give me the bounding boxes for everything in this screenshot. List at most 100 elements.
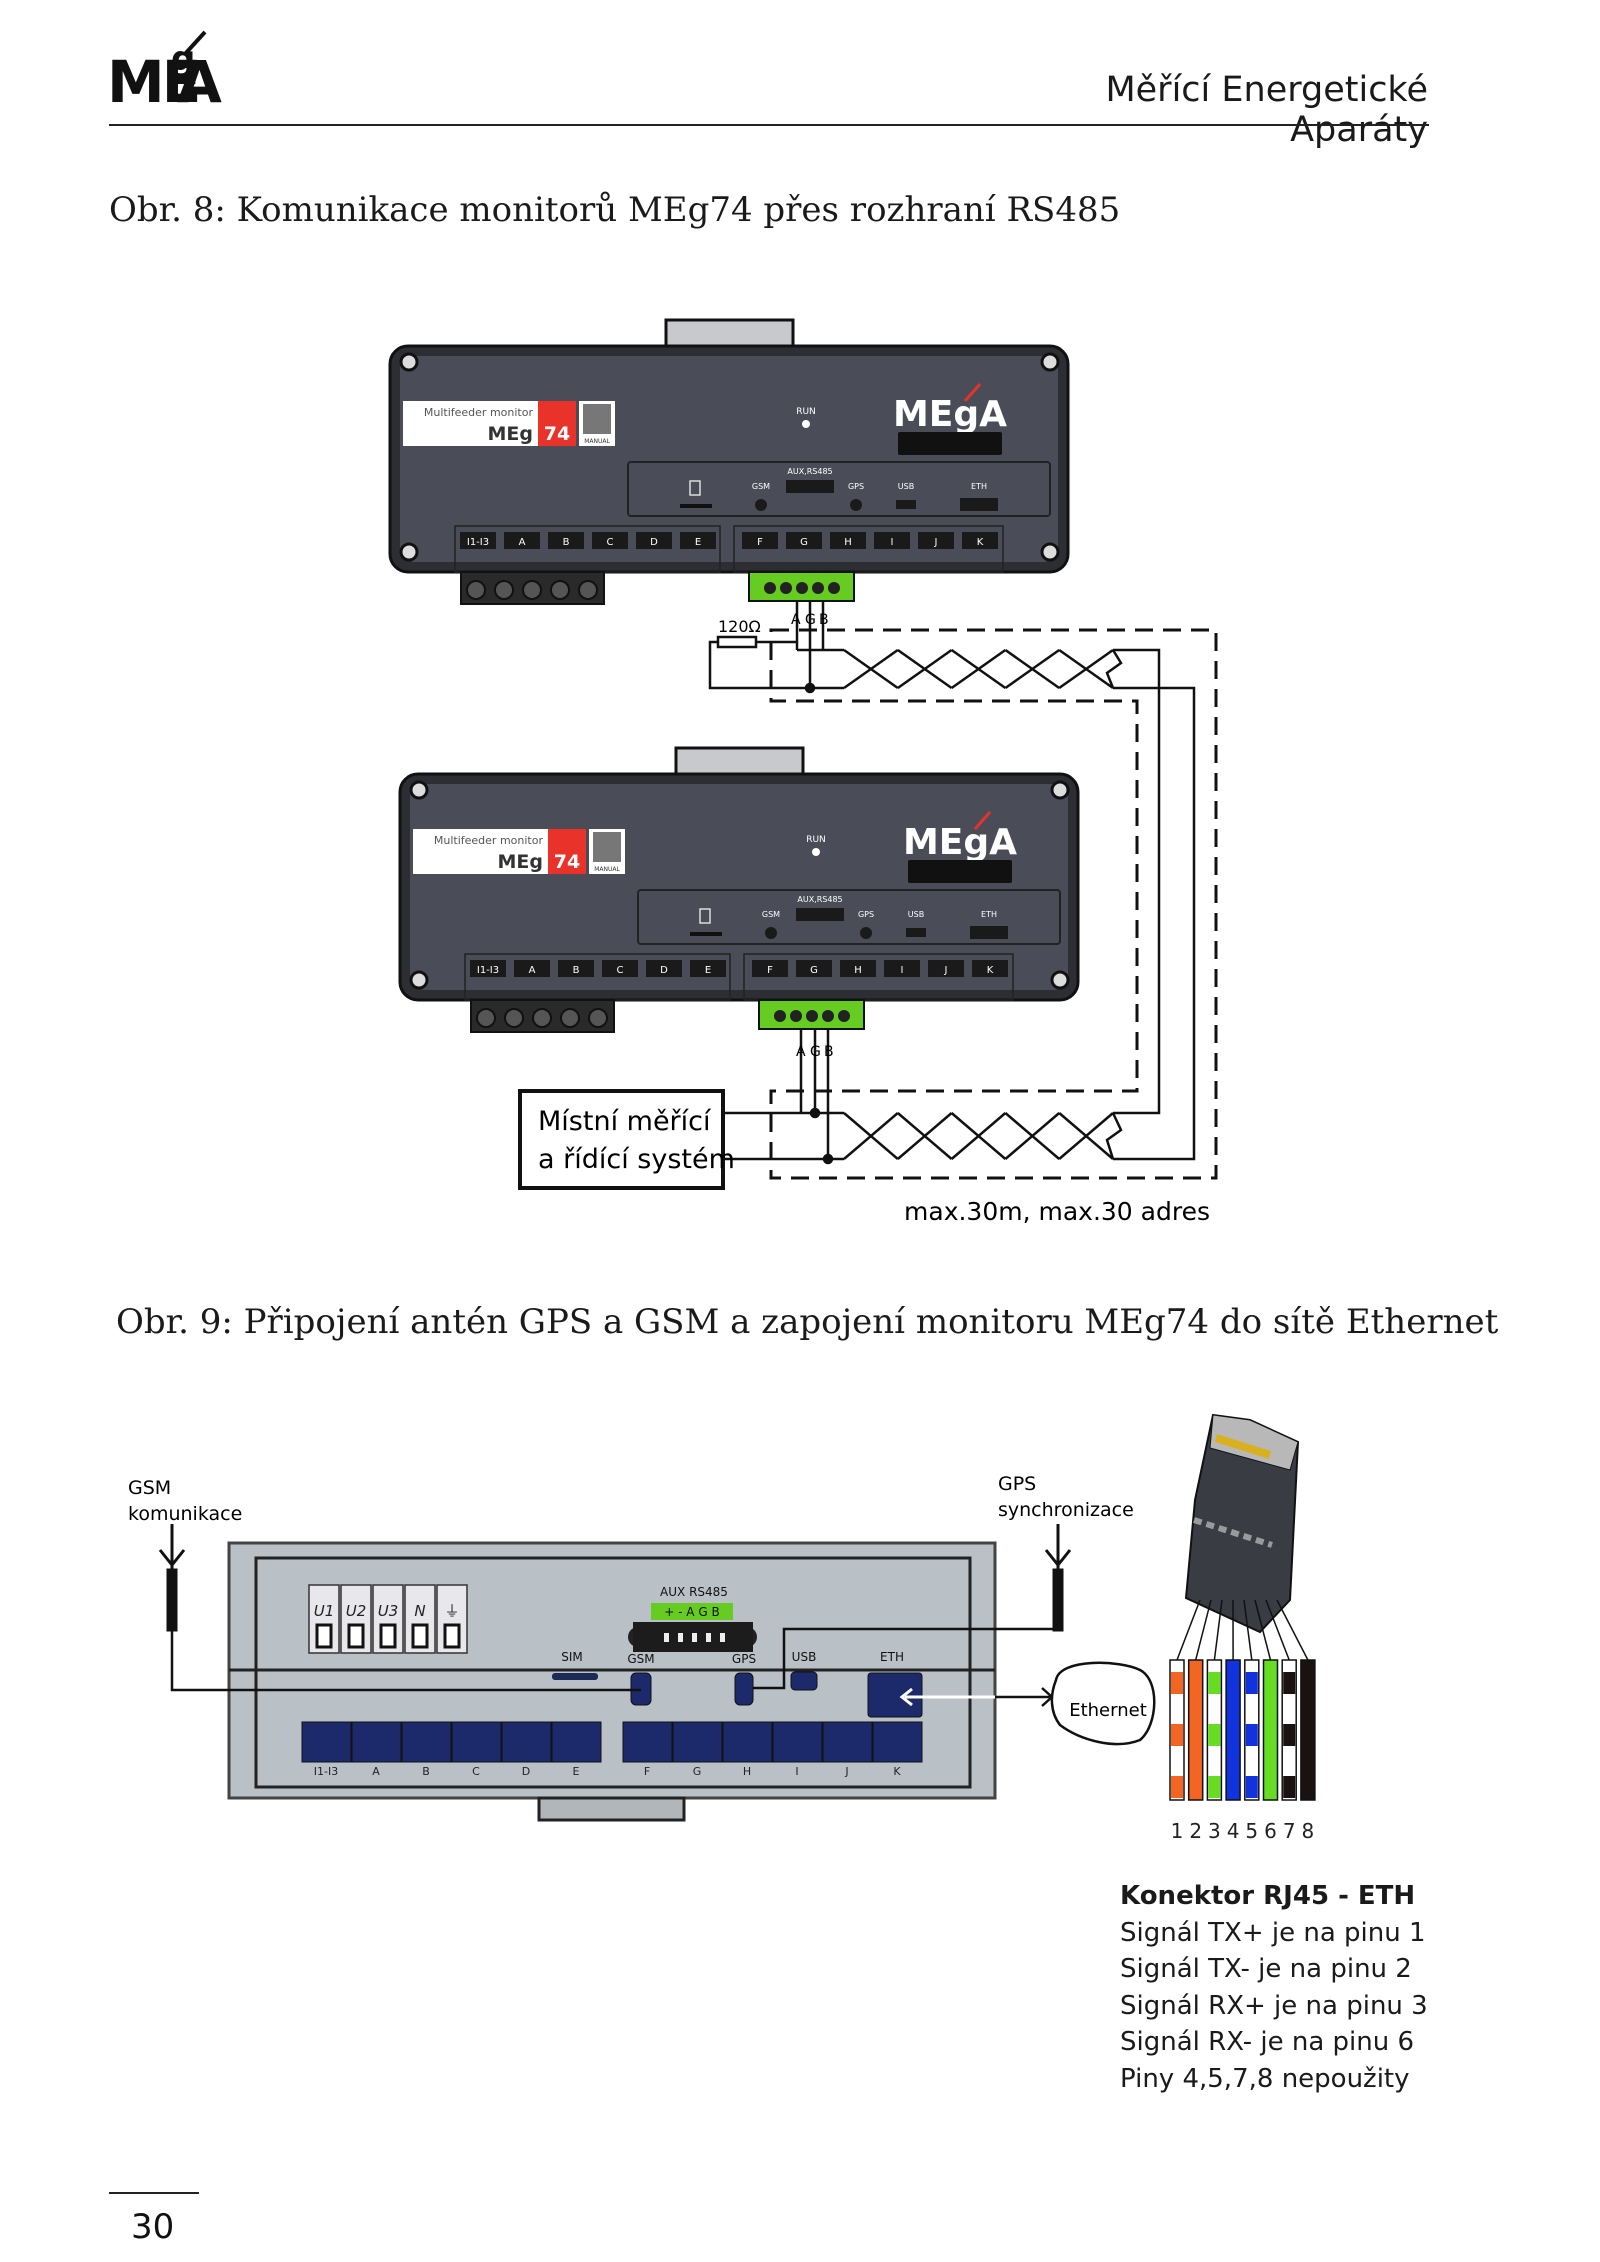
connector-pin [822, 1010, 834, 1022]
aux-port [796, 908, 844, 921]
terminal-slot [884, 960, 920, 977]
terminal-screw-icon [522, 580, 542, 600]
wire-label-g-2: G [810, 1044, 821, 1060]
terminal-slot [558, 960, 594, 977]
terminal-label: I [891, 537, 894, 548]
svg-text:A: A [177, 48, 222, 108]
run-led [802, 420, 810, 428]
terminal-label: H [844, 537, 852, 548]
port-label-gsm: GSM [762, 910, 780, 919]
terminal-label: A [519, 537, 526, 548]
wire-stripe [1208, 1672, 1221, 1694]
terminal-screw-icon [588, 1008, 608, 1028]
wire-lead [1176, 1599, 1201, 1661]
sim-icon [689, 480, 701, 496]
terminal-label: J [844, 1765, 848, 1778]
screw-icon [409, 970, 429, 990]
display [898, 432, 1002, 455]
terminal-screw-icon [443, 1623, 461, 1649]
terminal-slot [680, 532, 716, 549]
port-panel [627, 461, 1051, 517]
terminal-block [822, 1721, 873, 1763]
qr-label: MANUAL [584, 438, 610, 445]
terminal-slot [962, 532, 998, 549]
voltage-terminal-label: U2 [346, 1602, 367, 1620]
terminal-slot [874, 532, 910, 549]
gps-antenna-port [734, 1672, 754, 1706]
eth-port [867, 1672, 923, 1718]
screw-icon [1040, 352, 1060, 372]
terminal-block [451, 1721, 502, 1763]
device-inner-frame [254, 1556, 972, 1789]
terminal-label: C [617, 965, 624, 976]
wire-label-b-2: B [824, 1044, 834, 1060]
terminal-slot [830, 532, 866, 549]
wire-label-a-2: A [796, 1044, 806, 1060]
gsm-port [755, 499, 767, 511]
sim-slot [680, 504, 712, 508]
voltage-terminal-label: U1 [314, 1602, 335, 1620]
screw-icon [409, 780, 429, 800]
run-label: RUN [806, 835, 826, 845]
terminal-screw-icon [550, 580, 570, 600]
rj45-info-line: Signál TX- je na pinu 2 [1120, 1954, 1412, 1984]
terminal-label: B [573, 965, 580, 976]
wire-lead [1194, 1599, 1212, 1661]
terminal-label: J [944, 965, 948, 976]
terminal-slot [742, 532, 778, 549]
terminal-label: C [472, 1765, 480, 1778]
terminal-label: F [757, 537, 763, 548]
wire-stripe [1245, 1776, 1258, 1798]
run-led [812, 848, 820, 856]
terminal-slot [752, 960, 788, 977]
connector-pin [692, 1633, 697, 1642]
terminal-screw-icon [504, 1008, 524, 1028]
terminal-slot [470, 960, 506, 977]
pin-number: 3 [1208, 1819, 1221, 1843]
label-model: MEg [498, 851, 544, 873]
aux-pin-labels: + - A G B [664, 1605, 719, 1619]
terminal-slot [636, 532, 672, 549]
rs485-wiring [708, 601, 1196, 1165]
terminal-slot [460, 532, 496, 549]
connector-pin [664, 1633, 669, 1642]
mega-logo: ME A g [107, 30, 222, 108]
connector-pin [812, 582, 824, 594]
connector-pin [764, 582, 776, 594]
connector-pin [780, 582, 792, 594]
rj45-info-title: Konektor RJ45 - ETH [1120, 1881, 1416, 1911]
terminal-label: F [767, 965, 773, 976]
display [908, 860, 1012, 883]
cable-limit-note: max.30m, max.30 adres [904, 1197, 1210, 1226]
aux-port [786, 480, 834, 493]
product-label [413, 829, 548, 874]
wire-8 [1300, 1659, 1316, 1801]
terminal-slot [690, 960, 726, 977]
port-label-gps: GPS [732, 1652, 756, 1666]
wire-label-g: G [805, 612, 816, 628]
connector-pin [774, 1010, 786, 1022]
gps-sublabel: synchronizace [998, 1499, 1134, 1521]
ground-icon: ⏚ [444, 1602, 459, 1620]
connector-pin [678, 1633, 683, 1642]
connector-pin [706, 1633, 711, 1642]
wire-lead [1265, 1599, 1290, 1661]
terminal-label: K [893, 1765, 901, 1778]
port-label-sim: SIM [561, 1650, 583, 1664]
voltage-terminal-label: N [414, 1602, 425, 1620]
terminal-block [872, 1721, 923, 1763]
wire-stripe [1208, 1724, 1221, 1746]
din-clip [537, 1796, 686, 1822]
device-face [400, 356, 1058, 562]
wire-lead [1243, 1599, 1253, 1661]
connector-pin [828, 582, 840, 594]
rj45-info: Konektor RJ45 - ETH Signál TX+ je na pin… [1120, 1878, 1428, 2097]
pin-number: 8 [1302, 1819, 1315, 1843]
voltage-terminal [404, 1584, 436, 1654]
aux-pin-label-bg [651, 1603, 733, 1620]
pin-number: 7 [1283, 1819, 1296, 1843]
din-clip [674, 746, 805, 776]
